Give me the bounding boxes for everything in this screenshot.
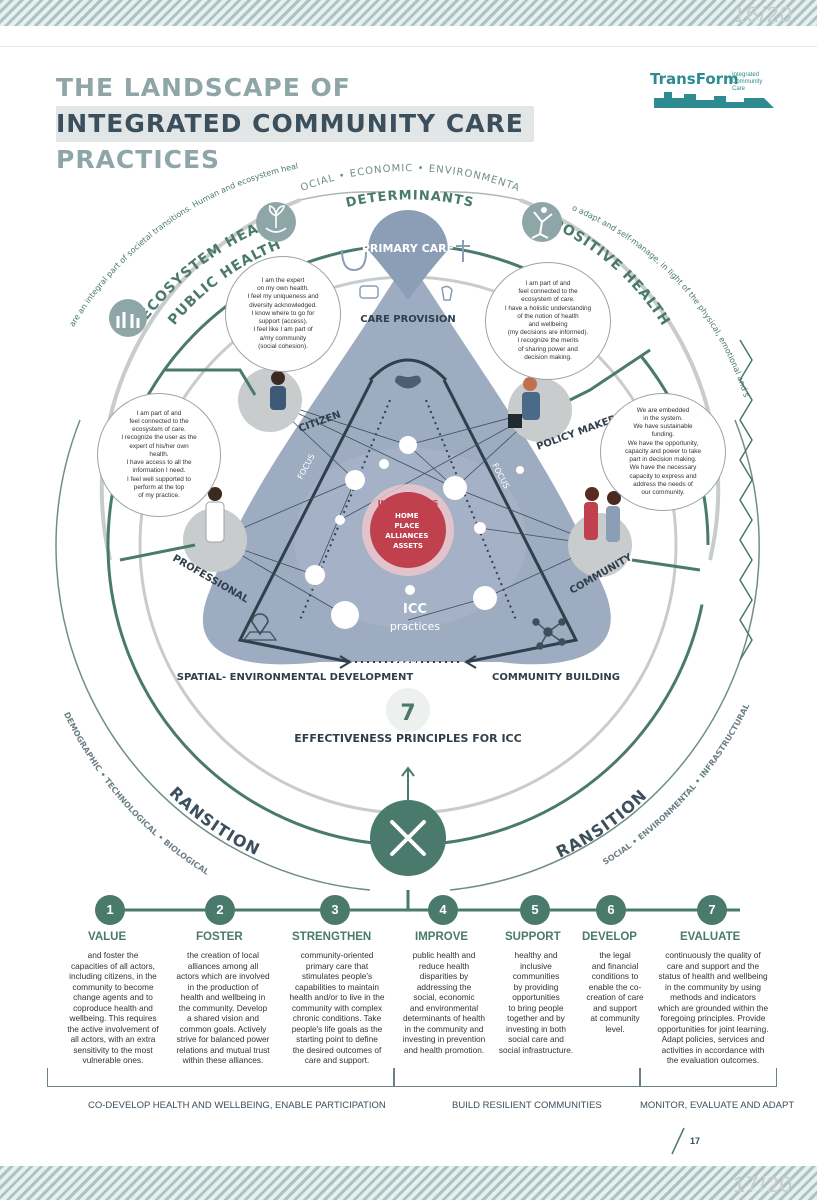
community-arrow	[631, 558, 701, 572]
page-slash	[671, 1127, 685, 1155]
page-indicator-top: 16/20	[732, 2, 793, 27]
care-provision-label: CARE PROVISION	[360, 314, 456, 325]
logo-skyline-icon	[654, 92, 774, 108]
left-outer-thin-arc	[55, 419, 371, 891]
principle-3-head: STRENGTHEN	[292, 931, 372, 943]
logo-sub: Integrated Community Care	[732, 72, 763, 92]
det-arrow-right	[439, 191, 521, 201]
ingredients-core	[370, 492, 446, 568]
bottom-stripe	[0, 1166, 817, 1200]
group-1-label: CO-DEVELOP HEALTH AND WELLBEING, ENABLE …	[88, 1100, 386, 1111]
principle-4-text: public health and reduce health disparit…	[402, 950, 486, 1055]
primary-care-label: PRIMARY CARE	[362, 242, 454, 255]
principle-5-number: 5	[520, 895, 550, 925]
care-hand-heart-icon	[395, 375, 421, 389]
group-2-label: BUILD RESILIENT COMMUNITIES	[452, 1100, 602, 1111]
arc-transitions-right-sub: SOCIAL • ENVIRONMENTAL • INFRASTRUCTURAL	[601, 702, 751, 867]
left-triangle-arrow	[237, 379, 374, 664]
principle-2-head: FOSTER	[196, 931, 243, 943]
group-1-bracket	[47, 1068, 394, 1087]
principle-4-head: IMPROVE	[415, 931, 469, 943]
logo-name: TransForm	[650, 70, 739, 88]
right-outer-thin-arc	[449, 419, 760, 891]
page-number: 17	[690, 1136, 701, 1146]
group-3-label: MONITOR, EVALUATE AND ADAPT	[640, 1100, 795, 1111]
principle-6-number: 6	[596, 895, 626, 925]
citizen-bubble: I am the expert on my own health. I feel…	[225, 256, 341, 372]
professional-bubble: I am part of and feel connected to the e…	[97, 393, 221, 517]
right-zigzag	[739, 339, 753, 661]
group-2-bracket	[394, 1068, 640, 1087]
right-triangle-arrow	[442, 379, 579, 664]
svg-text:SOCIAL • ENVIRONMENTAL • INFRA: SOCIAL • ENVIRONMENTAL • INFRASTRUCTURAL	[601, 702, 751, 867]
network-icon	[532, 618, 566, 650]
principle-7-text: continuously the quality of care and sup…	[657, 950, 769, 1065]
tooth-icon	[441, 285, 453, 301]
seven-circle	[386, 688, 430, 732]
principle-5-text: healthy and inclusive communities by pro…	[498, 950, 574, 1055]
principle-6-text: the legal and financial conditions to en…	[586, 950, 644, 1034]
svg-text:SOCIAL • ECONOMIC • ENVIRONMEN: SOCIAL • ECONOMIC • ENVIRONMENTAL	[0, 0, 521, 194]
page-gap	[0, 26, 817, 47]
network-nodes	[305, 436, 524, 629]
effectiveness-label: EFFECTIVENESS PRINCIPLES FOR ICC	[294, 732, 521, 745]
outer-right-arc	[519, 198, 721, 561]
title-line-3: PRACTICES	[56, 145, 221, 174]
icc-practices-label: practices	[390, 620, 440, 633]
policy-maker-bubble: I am part of and feel connected to the e…	[485, 262, 611, 380]
primary-care-pin	[368, 210, 448, 300]
principle-3-text: community-oriented primary care that sti…	[289, 950, 385, 1065]
ingredients-label: INGREDIENTS	[378, 499, 439, 508]
location-pin-icon	[251, 613, 269, 636]
principle-4-number: 4	[428, 895, 458, 925]
policy-arrow	[569, 348, 651, 402]
principle-1-number: 1	[95, 895, 125, 925]
principle-3-number: 3	[320, 895, 350, 925]
citizen-arrow	[165, 368, 257, 396]
group-3-bracket	[640, 1068, 777, 1087]
family-icon	[109, 299, 147, 337]
title-line-1: THE LANDSCAPE OF	[56, 73, 351, 102]
principle-7-number: 7	[697, 895, 727, 925]
principle-5-head: SUPPORT	[505, 931, 561, 943]
det-arrow-left	[299, 191, 381, 201]
principle-6-head: DEVELOP	[582, 931, 637, 943]
icc-label: ICC	[403, 602, 427, 617]
principle-7-head: EVALUATE	[680, 931, 741, 943]
title-line-2: INTEGRATED COMMUNITY CARE	[56, 106, 534, 142]
top-stripe	[0, 0, 817, 26]
principle-2-number: 2	[205, 895, 235, 925]
community-bubble: We are embedded in the system. We have s…	[600, 393, 726, 511]
page-title: THE LANDSCAPE OF INTEGRATED COMMUNITY CA…	[56, 70, 534, 178]
stethoscope-icon	[341, 249, 367, 272]
ingredients-list: HOME PLACE ALLIANCES ASSETS	[385, 512, 431, 550]
chat-icon	[359, 285, 379, 299]
page-indicator-bottom: 17/20	[732, 1172, 793, 1197]
transform-logo: TransForm Integrated Community Care	[650, 70, 774, 108]
tools-icon	[390, 820, 426, 856]
professional-arrow	[119, 543, 196, 562]
right-focus-line	[425, 399, 517, 621]
pharmacy-icon	[456, 240, 470, 262]
spatial-label: SPATIAL- ENVIRONMENTAL DEVELOPMENT	[177, 672, 414, 683]
principle-1-text: and foster the capacities of all actors,…	[67, 950, 159, 1065]
outer-left-arc	[99, 198, 301, 561]
community-building-label: COMMUNITY BUILDING	[492, 672, 620, 683]
seven-number: 7	[400, 701, 415, 726]
principle-1-head: VALUE	[88, 931, 127, 943]
arc-determinants-top: SOCIAL • ECONOMIC • ENVIRONMENTAL	[0, 0, 520, 194]
focus-bottom: FOCUS	[394, 660, 421, 669]
principle-2-text: the creation of local alliances among al…	[176, 950, 270, 1065]
care-provision-arrow	[368, 358, 448, 382]
